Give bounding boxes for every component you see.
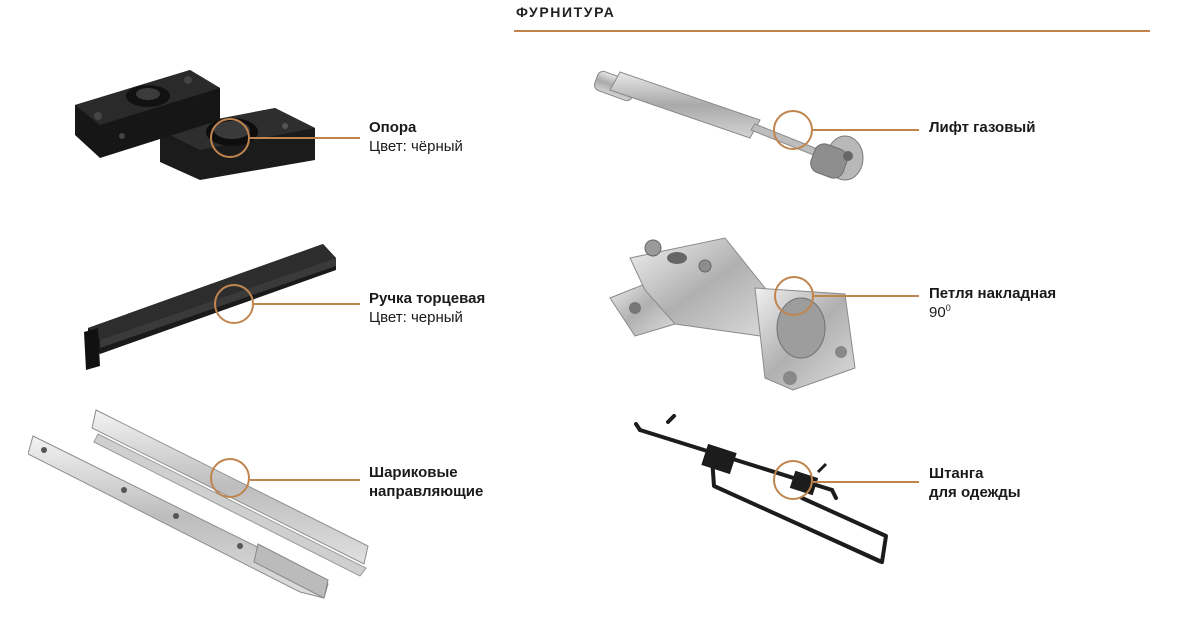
ball-bearing-slides-image <box>28 409 369 599</box>
edge-handle-name: Ручка торцевая <box>369 290 486 307</box>
gas-lift-image <box>593 70 864 181</box>
clothes-rail-leader <box>813 481 919 483</box>
support-foot-marker <box>210 118 250 158</box>
clothes-rail-image <box>634 414 888 564</box>
edge-handle-color: Цвет: черный <box>369 309 463 326</box>
support-foot-image <box>75 70 315 180</box>
clothes-rail-name-line1: Штанга <box>929 465 984 482</box>
overlay-hinge-marker <box>774 276 814 316</box>
label-gas-lift: Лифт газовый <box>929 118 1035 137</box>
ball-bearing-slides-name-line2: направляющие <box>369 483 484 500</box>
support-foot-color: Цвет: чёрный <box>369 138 463 155</box>
label-clothes-rail: Штанга для одежды <box>929 464 1021 502</box>
overlay-hinge-leader <box>814 295 919 297</box>
gas-lift-name: Лифт газовый <box>929 119 1036 136</box>
clothes-rail-name-line2: для одежды <box>929 484 1021 501</box>
title-divider <box>514 30 1150 32</box>
support-foot-leader <box>250 137 360 139</box>
label-overlay-hinge: Петля накладная 900 <box>929 284 1056 322</box>
edge-handle-marker <box>214 284 254 324</box>
ball-bearing-slides-name-line1: Шариковые <box>369 464 458 481</box>
section-title: ФУРНИТУРА <box>516 4 616 20</box>
overlay-hinge-image <box>609 237 856 391</box>
edge-handle-leader <box>254 303 360 305</box>
support-foot-name: Опора <box>369 119 417 136</box>
label-edge-handle: Ручка торцевая Цвет: черный <box>369 289 485 327</box>
label-ball-bearing-slides: Шариковые направляющие <box>369 463 483 501</box>
ball-bearing-slides-leader <box>250 479 360 481</box>
gas-lift-marker <box>773 110 813 150</box>
gas-lift-leader <box>813 129 919 131</box>
overlay-hinge-name: Петля накладная <box>929 285 1057 302</box>
edge-handle-image <box>84 244 336 370</box>
clothes-rail-marker <box>773 460 813 500</box>
ball-bearing-slides-marker <box>210 458 250 498</box>
label-support-foot: Опора Цвет: чёрный <box>369 118 463 156</box>
overlay-hinge-angle: 900 <box>929 303 951 322</box>
